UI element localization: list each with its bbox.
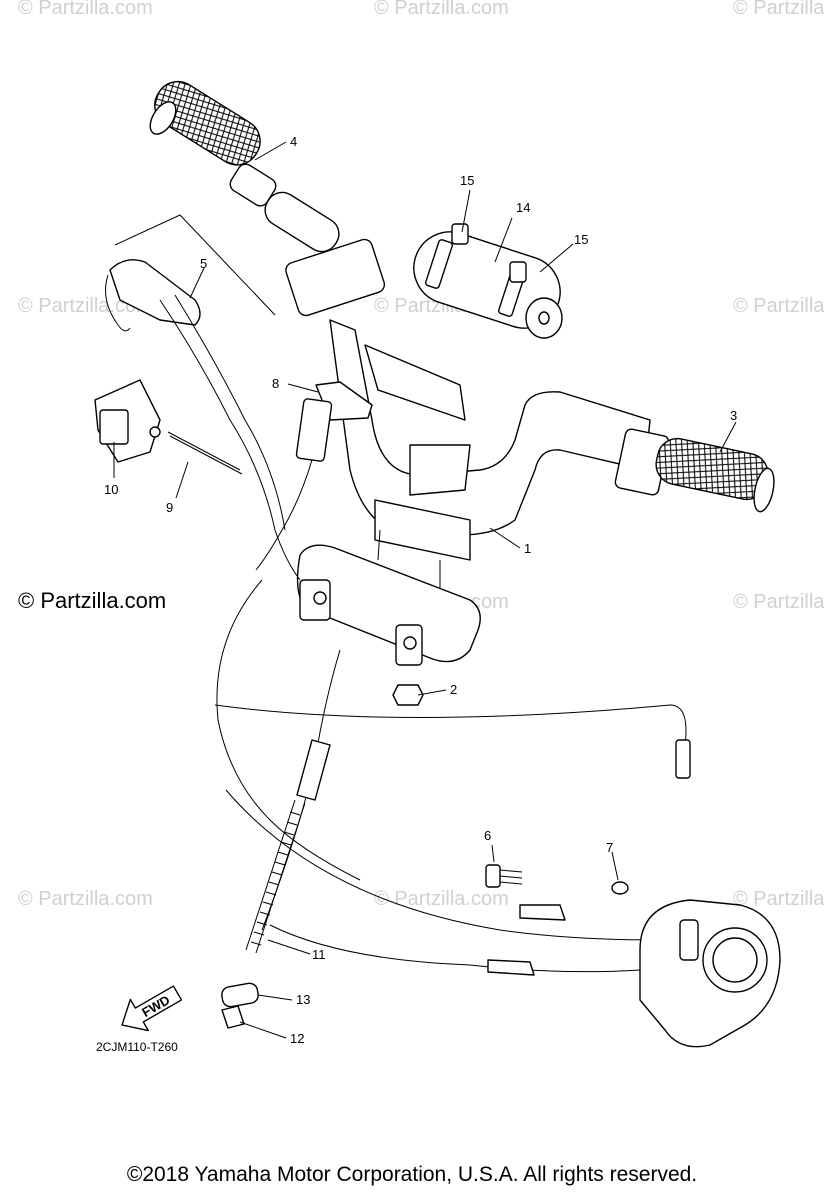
callout-13[interactable]: 13 bbox=[296, 992, 310, 1007]
callout-12[interactable]: 12 bbox=[290, 1031, 304, 1046]
forward-arrow: FWD bbox=[121, 985, 183, 1032]
callout-numbers: 4 5 8 9 10 14 15 15 3 1 2 6 7 11 13 12 bbox=[104, 134, 737, 1046]
handlebar-pad-part-14[interactable] bbox=[405, 223, 570, 339]
nut-part-2[interactable] bbox=[392, 684, 424, 706]
diagram-code: 2CJM110-T260 bbox=[96, 1040, 178, 1054]
watermark: © Partzilla.com bbox=[733, 295, 824, 317]
callout-7[interactable]: 7 bbox=[606, 840, 613, 855]
handlebar-part-1[interactable] bbox=[284, 237, 651, 590]
grip-part-3[interactable] bbox=[614, 428, 777, 513]
adjuster-part-12[interactable] bbox=[221, 1005, 245, 1029]
watermark: © Partzilla.com bbox=[733, 591, 824, 613]
callout-4[interactable]: 4 bbox=[290, 134, 297, 149]
callout-5[interactable]: 5 bbox=[200, 256, 207, 271]
callout-14[interactable]: 14 bbox=[516, 200, 530, 215]
callout-leaders bbox=[113, 141, 737, 1039]
callout-8[interactable]: 8 bbox=[272, 376, 279, 391]
callout-15-right[interactable]: 15 bbox=[574, 232, 588, 247]
callout-6[interactable]: 6 bbox=[484, 828, 491, 843]
throttle-body-housing[interactable] bbox=[487, 899, 781, 1048]
callout-3[interactable]: 3 bbox=[730, 408, 737, 423]
throttle-cable-part-5[interactable] bbox=[105, 214, 301, 581]
callout-1[interactable]: 1 bbox=[524, 541, 531, 556]
watermark: © Partzilla.com bbox=[733, 888, 824, 910]
sensor-part-8[interactable] bbox=[255, 381, 373, 571]
callout-10[interactable]: 10 bbox=[104, 482, 118, 497]
cable-part-11[interactable] bbox=[214, 579, 691, 973]
callout-9[interactable]: 9 bbox=[166, 500, 173, 515]
watermark: © Partzilla.com bbox=[374, 888, 509, 910]
lever-holder-part-10[interactable] bbox=[94, 379, 161, 463]
callout-15-upper[interactable]: 15 bbox=[460, 173, 474, 188]
o-ring-part-7[interactable] bbox=[611, 881, 629, 895]
callout-2[interactable]: 2 bbox=[450, 682, 457, 697]
upper-bracket[interactable] bbox=[296, 544, 481, 666]
partzilla-watermark-label: © Partzilla.com bbox=[18, 588, 167, 613]
cable-part-9[interactable] bbox=[167, 431, 243, 475]
watermark: © Partzilla.com bbox=[733, 0, 824, 19]
watermark: © Partzilla.com bbox=[18, 0, 153, 19]
callout-11[interactable]: 11 bbox=[312, 947, 326, 962]
cap-part-13[interactable] bbox=[221, 982, 260, 1008]
watermark: © Partzilla.com bbox=[18, 295, 153, 317]
watermark: © Partzilla.com bbox=[374, 0, 509, 19]
copyright-notice: ©2018 Yamaha Motor Corporation, U.S.A. A… bbox=[126, 1163, 698, 1186]
throttle-grip-part-4[interactable] bbox=[145, 73, 345, 257]
bolt-part-6[interactable] bbox=[485, 864, 523, 888]
watermark: © Partzilla.com bbox=[18, 888, 153, 910]
